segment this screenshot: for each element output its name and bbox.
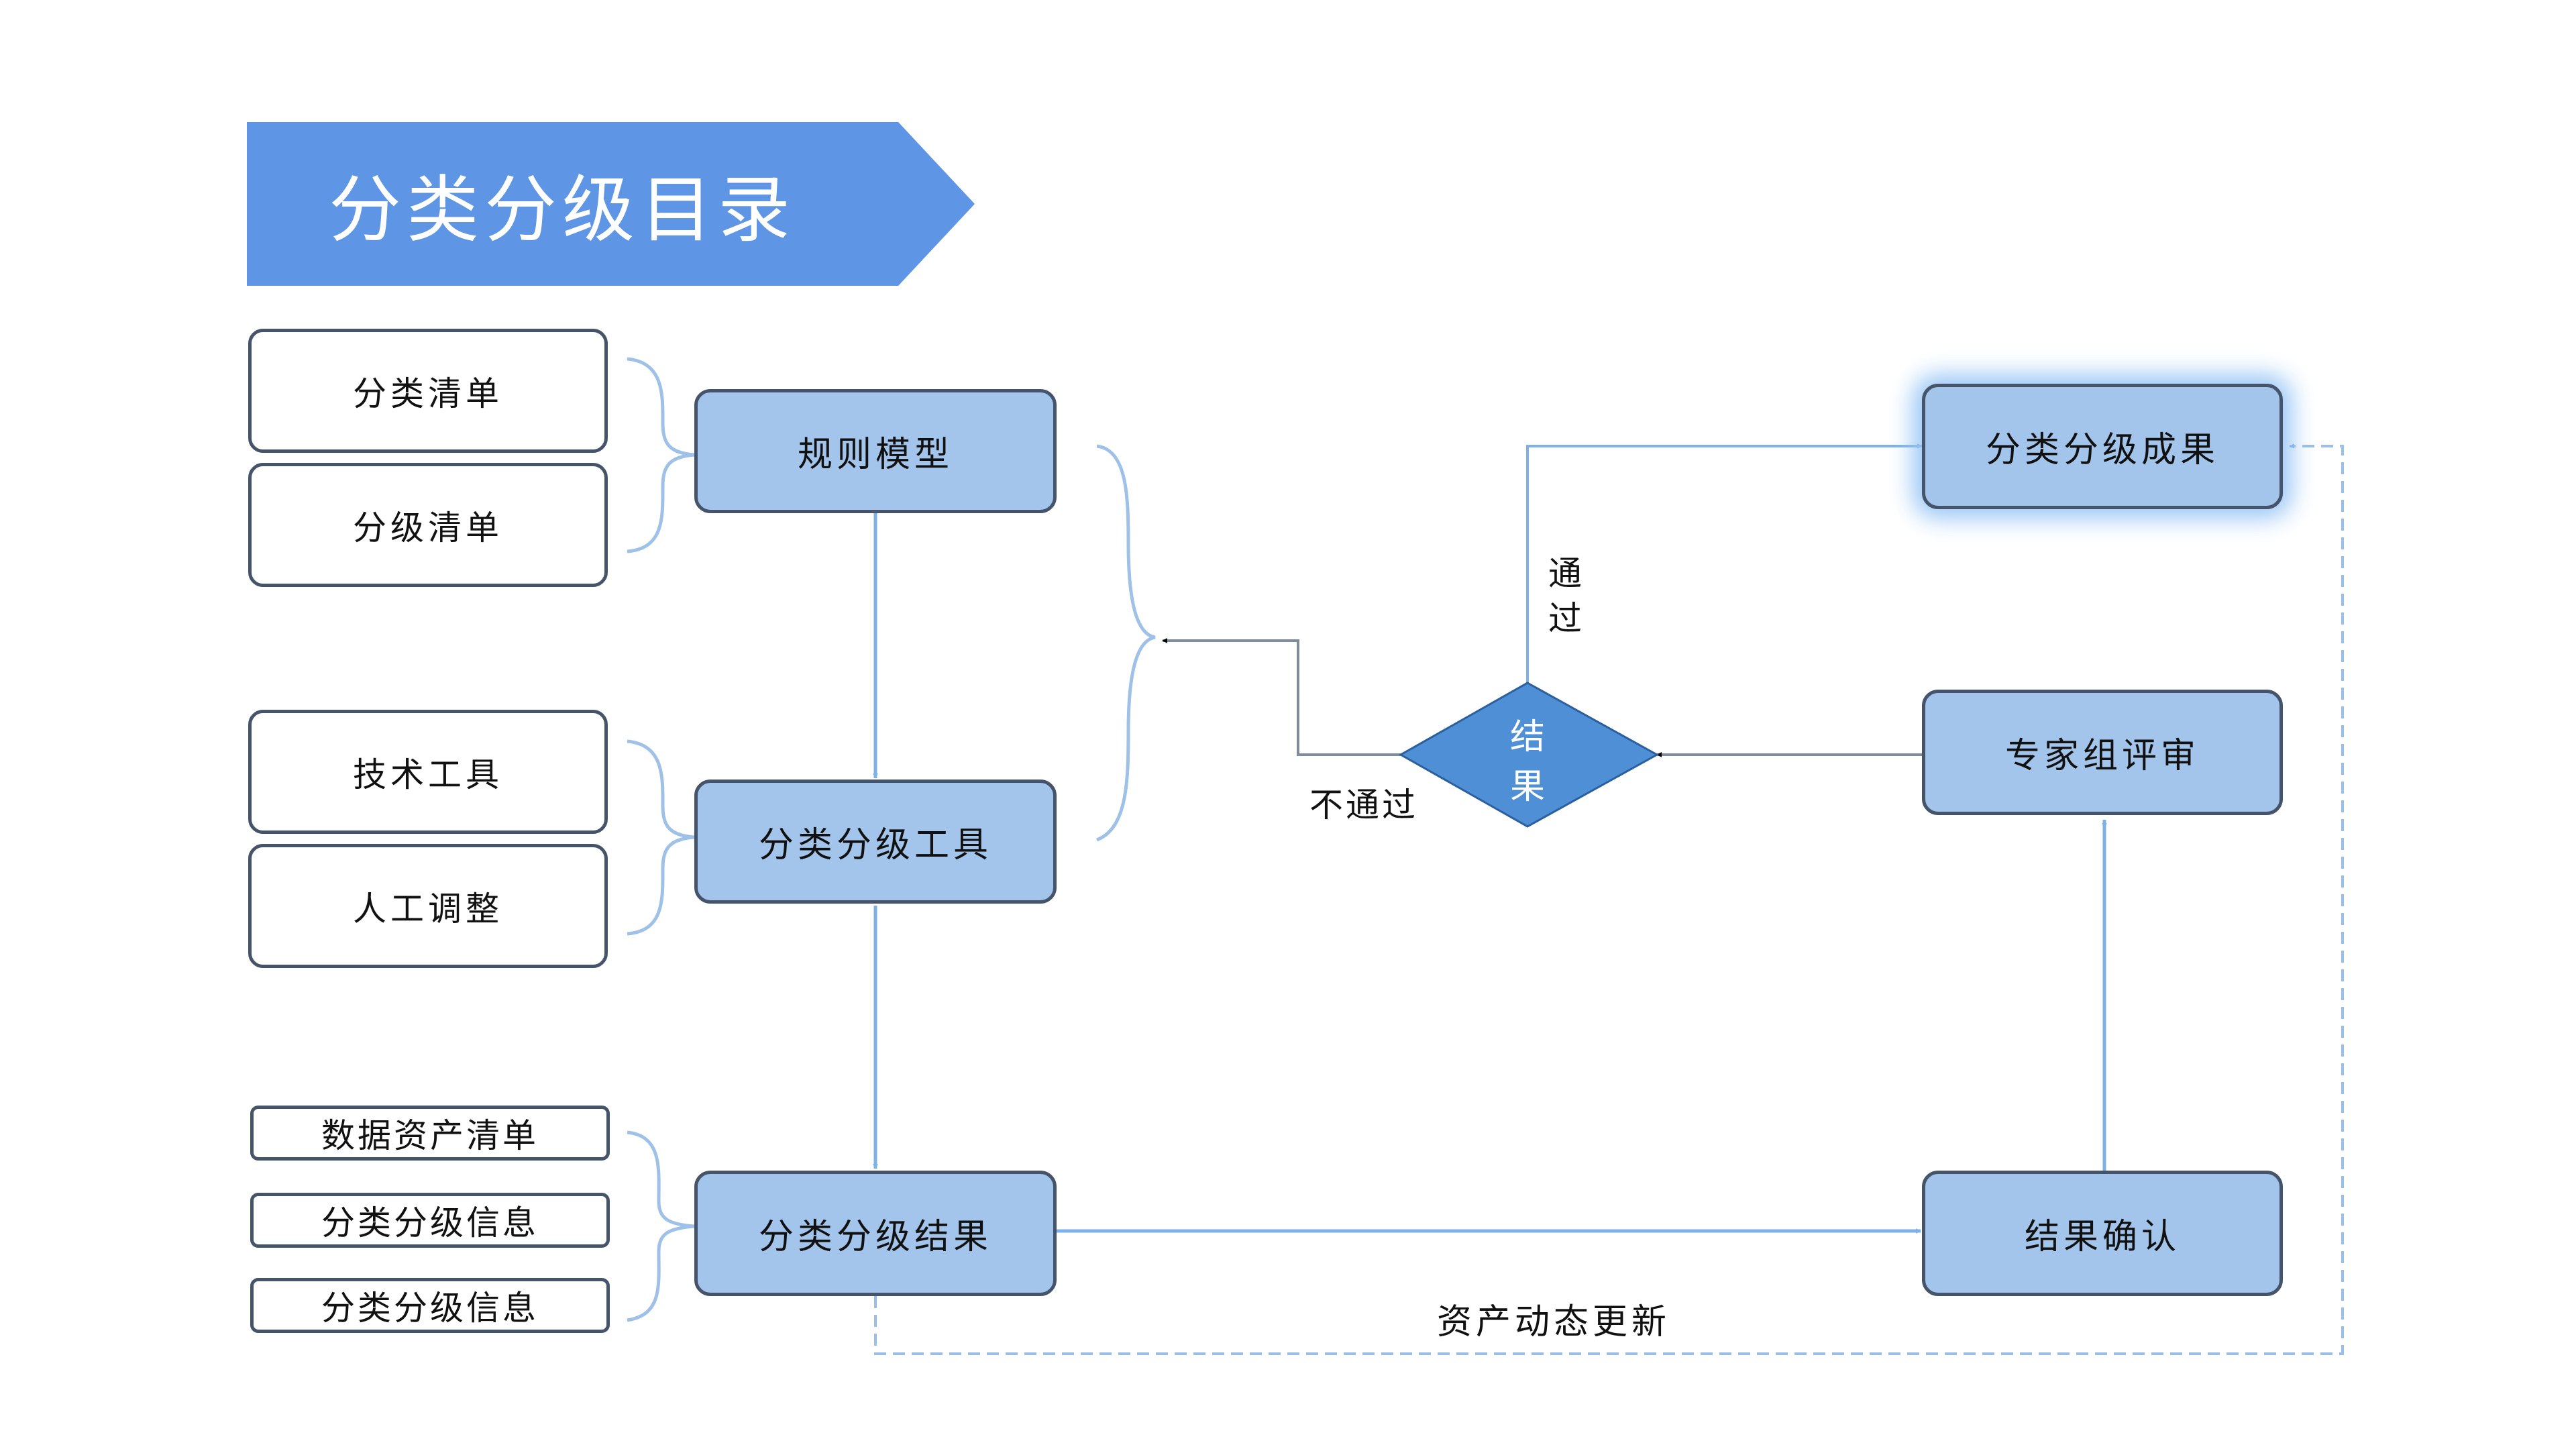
result-confirmation-node: 结果确认 bbox=[1922, 1171, 2283, 1296]
input-data-asset-list: 数据资产清单 bbox=[250, 1106, 610, 1161]
page-title: 分类分级目录 bbox=[328, 168, 796, 252]
input-grading-list: 分级清单 bbox=[248, 463, 608, 587]
brace-group1 bbox=[627, 357, 695, 553]
input-classification-list: 分类清单 bbox=[248, 329, 608, 453]
input-manual-adjustment: 人工调整 bbox=[248, 844, 608, 968]
feedback-loop bbox=[874, 443, 2344, 1355]
classification-achievement-node: 分类分级成果 bbox=[1922, 384, 2283, 509]
decision-diamond bbox=[1398, 682, 1660, 828]
decision-label-1: 结 bbox=[1510, 717, 1546, 757]
brace-group3 bbox=[627, 1130, 695, 1322]
pass-label-1: 通 bbox=[1548, 554, 1582, 593]
fail-label: 不通过 bbox=[1309, 786, 1418, 824]
classification-tool-node: 分类分级工具 bbox=[694, 780, 1057, 904]
brace-group2 bbox=[627, 739, 695, 936]
title-banner: 分类分级目录 bbox=[247, 122, 975, 286]
brace-center bbox=[1096, 444, 1156, 842]
pass-label-2: 过 bbox=[1548, 599, 1582, 638]
input-classification-info-1: 分类分级信息 bbox=[250, 1193, 610, 1248]
classification-result-node: 分类分级结果 bbox=[694, 1171, 1057, 1296]
rule-model-node: 规则模型 bbox=[694, 389, 1057, 513]
arrow-fail-back bbox=[1162, 638, 1401, 756]
feedback-label: 资产动态更新 bbox=[1437, 1302, 1671, 1342]
arrow-pass-to-achievement bbox=[1526, 443, 1923, 683]
input-classification-info-2: 分类分级信息 bbox=[250, 1278, 610, 1333]
decision-label-2: 果 bbox=[1510, 767, 1546, 807]
expert-review-node: 专家组评审 bbox=[1922, 690, 2283, 815]
input-technical-tools: 技术工具 bbox=[248, 710, 608, 834]
